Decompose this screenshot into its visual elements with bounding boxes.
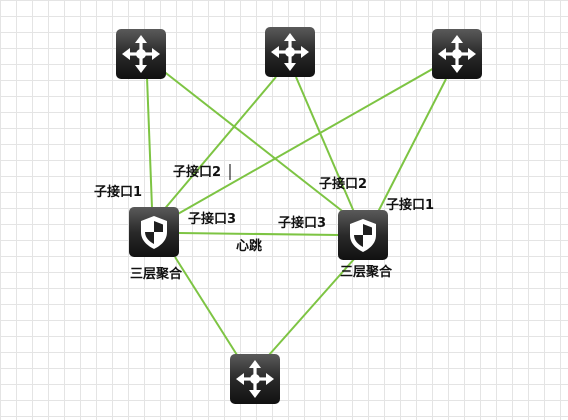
- firewall-left[interactable]: [129, 207, 179, 257]
- firewall-right[interactable]: [338, 210, 388, 260]
- links: [146, 66, 447, 356]
- router-bottom[interactable]: [230, 354, 280, 404]
- link-tl-left-switch: [146, 76, 153, 209]
- link-tr-left-switch: [175, 66, 437, 216]
- router-icon: [438, 35, 476, 73]
- label-right-subinterface-1: 子接口1: [386, 197, 434, 213]
- label-left-subinterface-3: 子接口3: [188, 211, 236, 227]
- label-left-subinterface-1: 子接口1: [94, 184, 142, 200]
- router-top-left[interactable]: [116, 29, 166, 79]
- label-heartbeat: 心跳: [236, 238, 262, 254]
- router-top-center[interactable]: [265, 27, 315, 77]
- link-left-switch-bottom: [174, 256, 238, 356]
- shield-firewall-icon: [350, 219, 376, 252]
- link-tc-right-switch: [295, 76, 355, 213]
- label-left-l3-aggregation: 三层聚合: [130, 266, 183, 282]
- label-left-subinterface-2: 子接口2: [173, 164, 221, 180]
- label-right-subinterface-3: 子接口3: [278, 215, 326, 231]
- link-tc-left-switch: [161, 76, 277, 213]
- router-icon: [236, 360, 274, 398]
- label-right-subinterface-2: 子接口2: [319, 176, 367, 192]
- router-icon: [122, 35, 160, 73]
- link-heartbeat: [178, 232, 340, 236]
- link-tr-right-switch: [377, 78, 447, 213]
- router-icon: [271, 33, 309, 71]
- router-top-right[interactable]: [432, 29, 482, 79]
- link-tl-right-switch: [161, 69, 347, 215]
- shield-firewall-icon: [141, 216, 167, 249]
- link-right-switch-bottom: [268, 257, 356, 356]
- label-right-l3-aggregation: 三层聚合: [340, 264, 393, 280]
